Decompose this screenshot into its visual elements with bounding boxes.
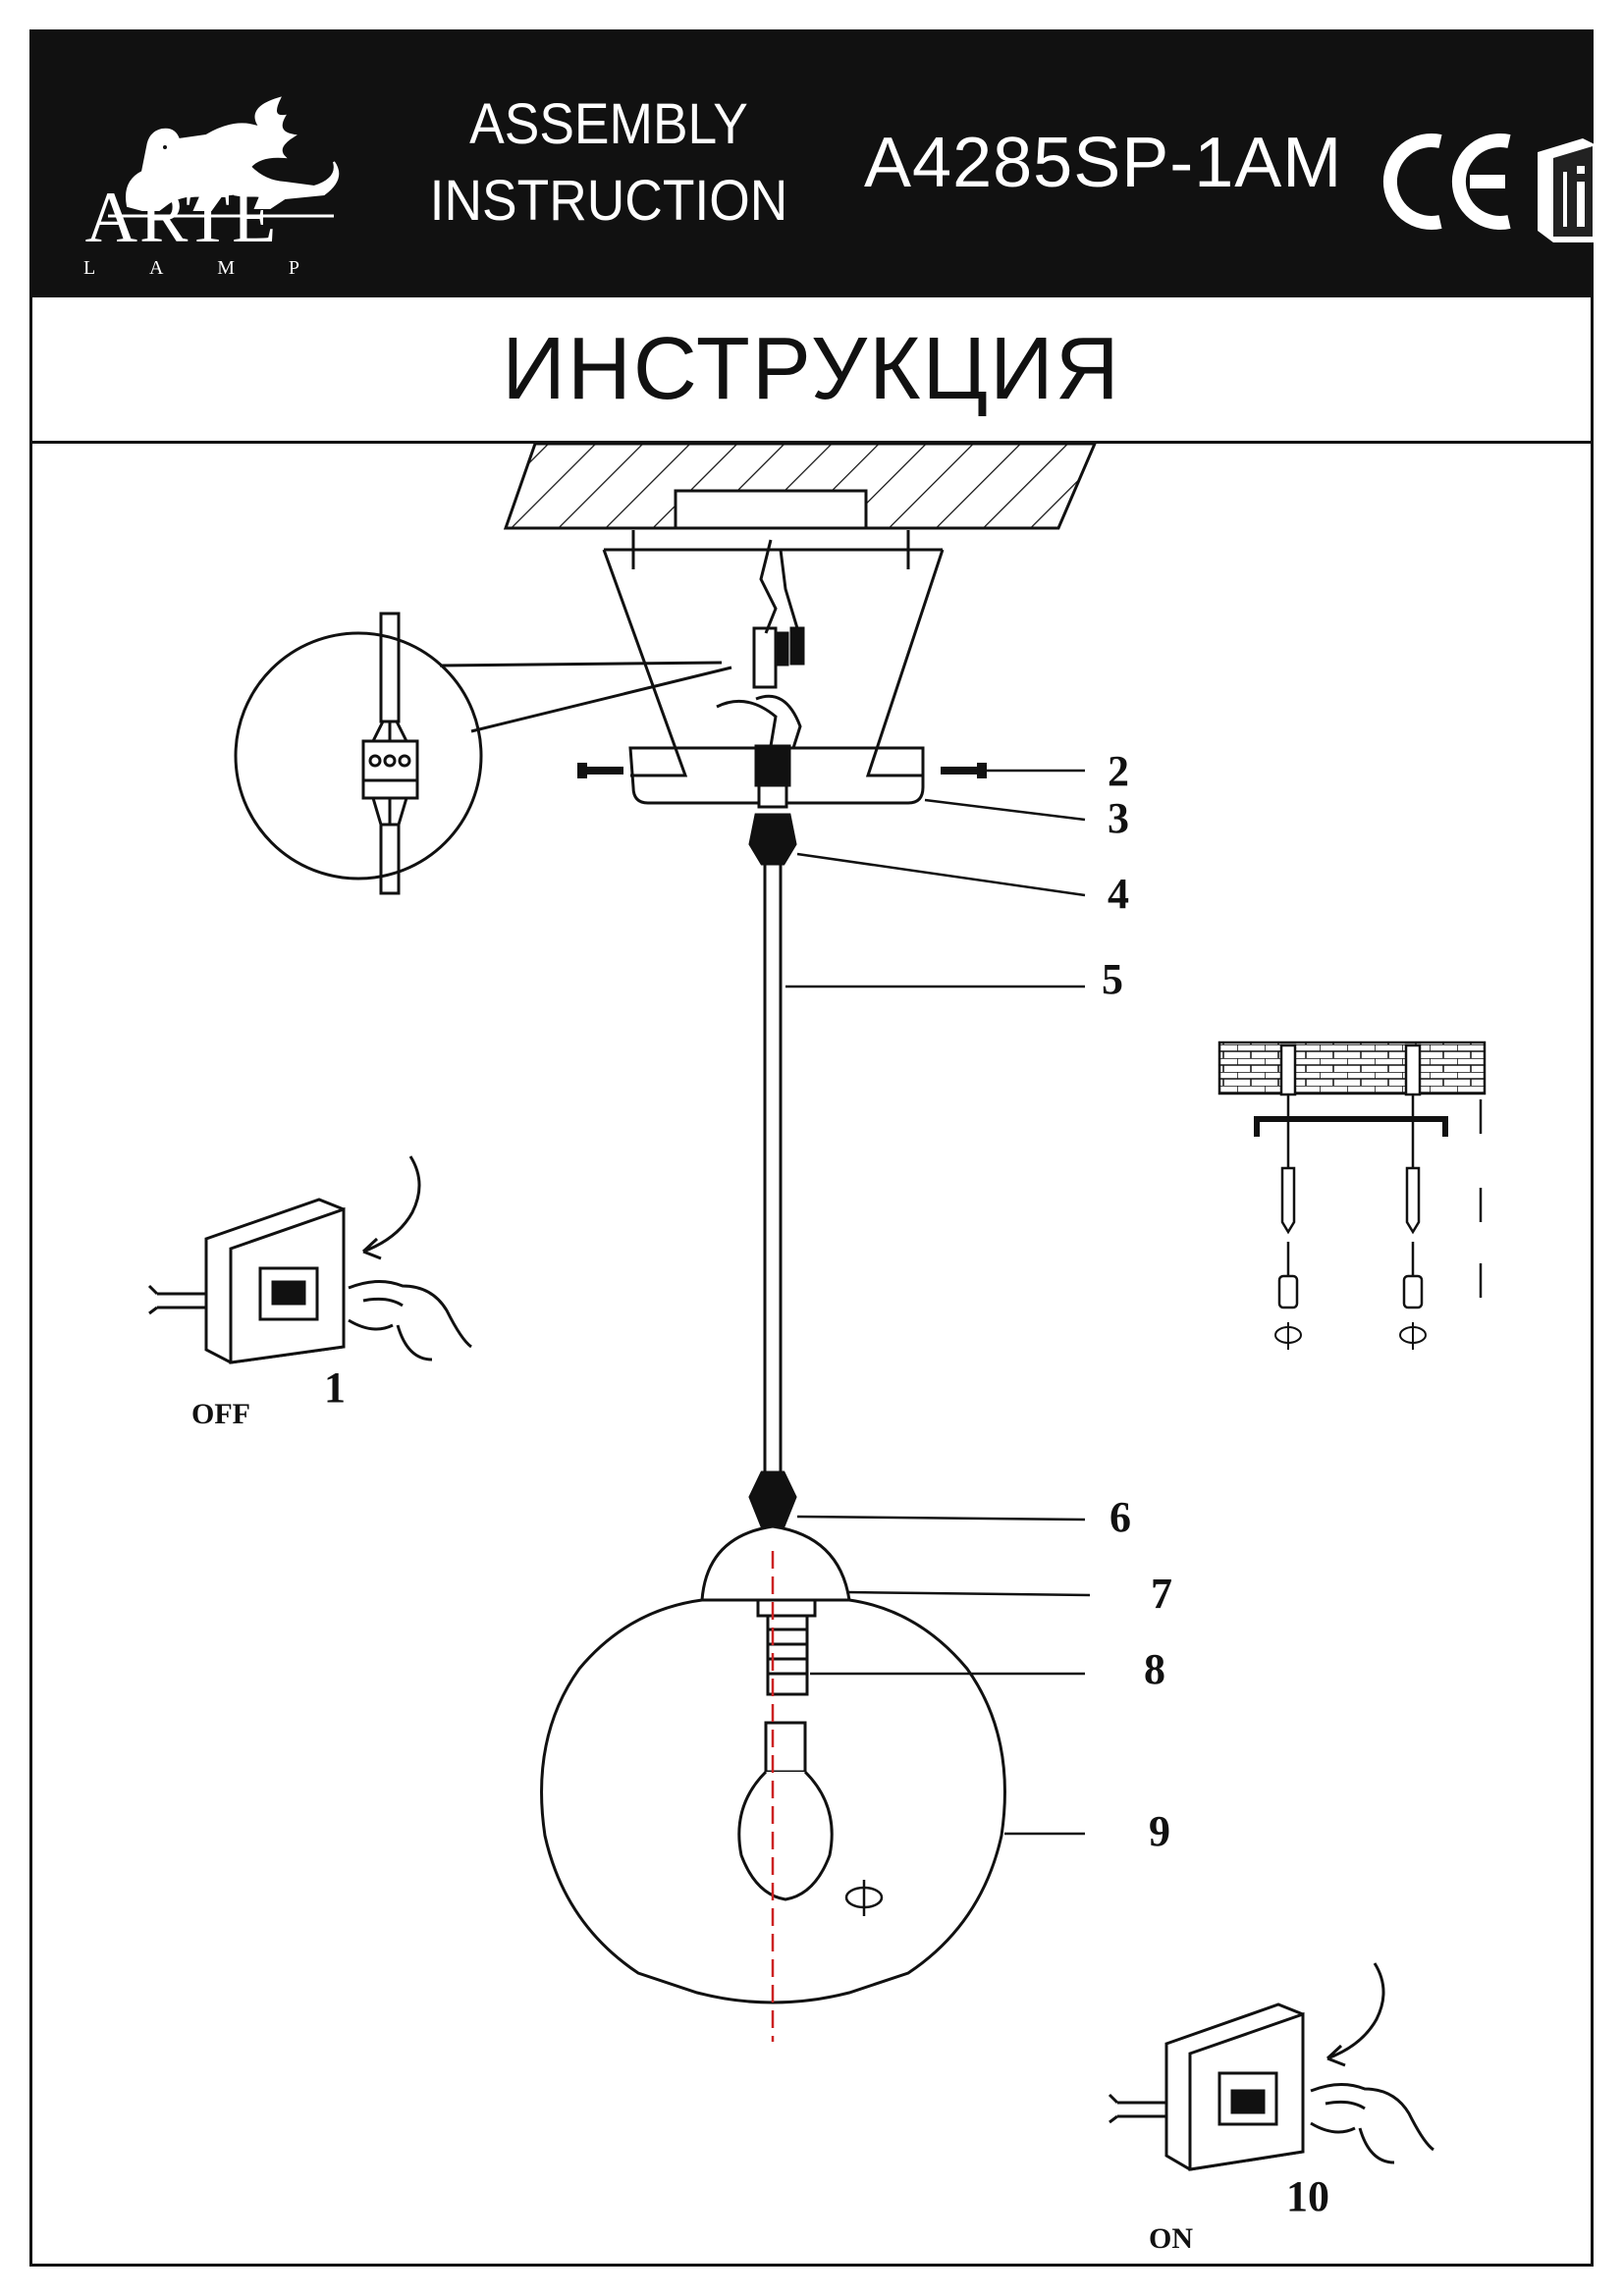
hand-icon [348, 1155, 472, 1362]
brand-sub: L A M P [83, 257, 299, 280]
lion-logo-icon [108, 96, 340, 218]
leader-lines [785, 769, 1091, 1836]
header-bar: ARTE L A M P ASSEMBLY INSTRUCTION A4285S… [29, 29, 1598, 294]
hand-icon [1310, 1962, 1434, 2164]
part-number: 7 [1151, 1570, 1172, 1618]
light-switch-icon [147, 1198, 346, 1364]
wall-mount-detail [1217, 1041, 1487, 1309]
step-number: 1 [324, 1363, 346, 1412]
terminal-block-zoom [234, 612, 732, 895]
lamp-socket [756, 1598, 817, 1696]
part-number: 2 [1108, 747, 1129, 795]
ceiling [503, 442, 1098, 530]
title-line-1: ASSEMBLY [469, 92, 748, 156]
switch-state-label: OFF [191, 1398, 250, 1430]
cord-grip-bottom [748, 1470, 797, 1528]
cable [763, 862, 783, 1474]
light-switch-icon [1108, 2002, 1305, 2171]
brand-sub-letter: M [217, 257, 236, 279]
shade-cap [700, 1524, 851, 1602]
model-number: A4285SP-1AM [864, 124, 1343, 202]
document-title: ASSEMBLY INSTRUCTION [401, 86, 816, 240]
subtitle: ИНСТРУКЦИЯ [502, 319, 1121, 418]
part-number: 4 [1108, 870, 1129, 918]
part-number: 8 [1144, 1645, 1165, 1693]
brand-sub-letter: A [149, 257, 164, 279]
canopy [602, 530, 945, 805]
step-number: 10 [1286, 2172, 1329, 2220]
light-bulb [737, 1721, 834, 1901]
part-number: 9 [1149, 1807, 1170, 1855]
glass-shade [540, 1598, 1006, 2004]
part-number: 6 [1109, 1493, 1131, 1541]
brand-sub-letter: L [83, 257, 96, 279]
brand-name: ARTE [84, 178, 279, 258]
rotate-icon [1274, 1322, 1427, 1350]
brand-sub-letter: P [288, 257, 299, 279]
manual-info-icon [1538, 138, 1598, 242]
title-line-2: INSTRUCTION [429, 169, 788, 233]
part-number: 5 [1102, 955, 1123, 1003]
cord-grip-top [748, 744, 797, 866]
ce-mark-icon [1382, 133, 1511, 230]
rotate-icon [844, 1880, 884, 1916]
part-number: 3 [1108, 794, 1129, 842]
switch-state-label: ON [1149, 2222, 1193, 2255]
